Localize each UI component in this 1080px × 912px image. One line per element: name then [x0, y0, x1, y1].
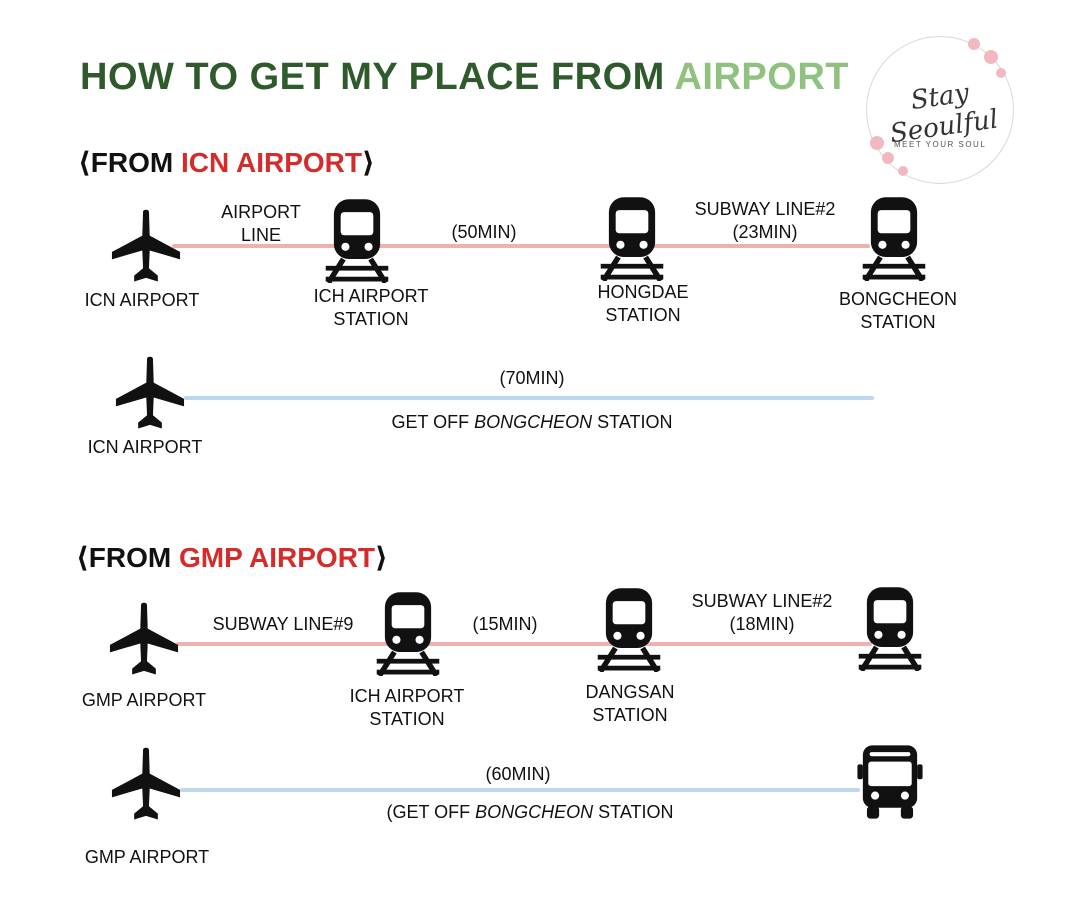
- icn-heading-name: ICN AIRPORT: [181, 147, 362, 178]
- gmp-rail-route-line: [176, 642, 872, 646]
- train-icon: [595, 586, 663, 672]
- gmp-airport-label: GMP AIRPORT: [81, 690, 207, 710]
- page-title: HOW TO GET MY PLACE FROM AIRPORT: [80, 56, 849, 99]
- gmp-segment2-time: (15MIN): [472, 614, 538, 634]
- train-icon: [860, 195, 928, 281]
- icn-airport-label: ICN AIRPORT: [87, 437, 203, 457]
- title-accent: AIRPORT: [674, 56, 849, 98]
- airplane-icon: [105, 602, 183, 676]
- gmp-bus-route-line: [180, 788, 860, 792]
- icn-direct-time: (70MIN): [499, 368, 565, 388]
- gmp-section-heading: ⟨FROM GMP AIRPORT⟩: [76, 542, 388, 573]
- title-main: HOW TO GET MY PLACE FROM: [80, 56, 675, 98]
- logo-tagline: MEET YOUR SOUL: [894, 140, 987, 149]
- subway-line2-segment-label: SUBWAY LINE#2(23MIN): [694, 199, 836, 242]
- airplane-icon: [111, 356, 189, 430]
- bus-icon: [856, 744, 924, 820]
- train-icon: [374, 590, 442, 676]
- gmp-heading-name: GMP AIRPORT: [179, 542, 376, 573]
- icn-segment2-time: (50MIN): [451, 222, 517, 242]
- airplane-icon: [107, 209, 185, 283]
- gmp-direct-time: (60MIN): [485, 764, 551, 784]
- icn-rail-route-line: [172, 244, 870, 248]
- subway-line2-segment-label: SUBWAY LINE#2(18MIN): [691, 591, 833, 634]
- airplane-icon: [107, 747, 185, 821]
- icn-direct-note: GET OFF BONGCHEON STATION: [391, 412, 673, 432]
- train-icon: [598, 195, 666, 281]
- icn-airport-label: ICN AIRPORT: [84, 290, 200, 310]
- subway-line9-segment-label: SUBWAY LINE#9: [212, 614, 354, 634]
- gmp-airport-label: GMP AIRPORT: [84, 847, 210, 867]
- train-icon: [856, 585, 924, 671]
- stay-seoulful-logo: Stay Seoulful MEET YOUR SOUL: [862, 32, 1018, 188]
- gmp-direct-note: (GET OFF BONGCHEON STATION: [386, 802, 674, 822]
- icn-bus-route-line: [184, 396, 874, 400]
- icn-section-heading: ⟨FROM ICN AIRPORT⟩: [78, 147, 375, 178]
- train-icon: [323, 197, 391, 283]
